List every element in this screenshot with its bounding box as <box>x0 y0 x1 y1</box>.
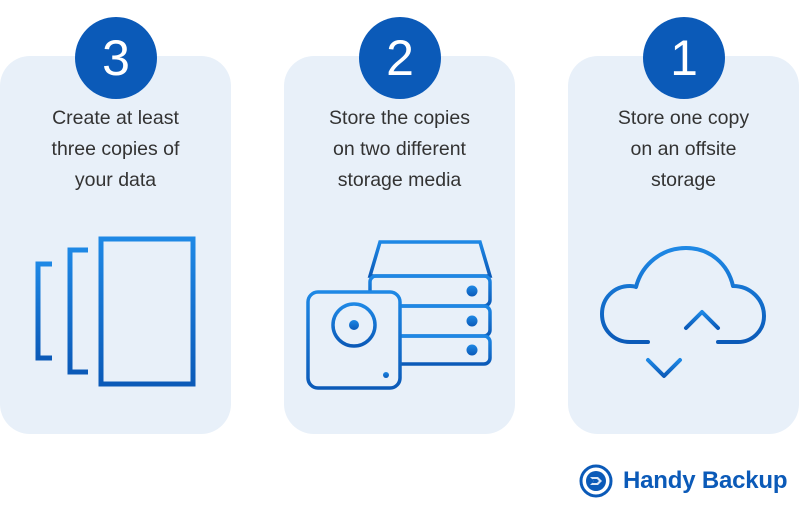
step-2-line-2: on two different <box>333 138 466 160</box>
brand: Handy Backup <box>579 464 788 498</box>
step-1-line-3: storage <box>650 169 717 191</box>
step-1-line-1: Store one copy <box>617 107 750 129</box>
step-3-line-1: Create at least <box>52 107 179 129</box>
step-2-line-1: Store the copies <box>329 107 470 129</box>
handy-backup-logo-icon <box>579 464 613 498</box>
step-badge-2: 2 <box>359 17 441 99</box>
step-caption-3: Create at least three copies of your dat… <box>0 103 231 196</box>
step-badge-3: 3 <box>75 17 157 99</box>
step-caption-2: Store the copies on two different storag… <box>284 103 515 196</box>
storage-drives-icon <box>306 240 493 390</box>
step-1-line-2: on an offsite <box>630 138 737 160</box>
step-3-line-3: your data <box>74 169 157 191</box>
step-2-line-3: storage media <box>337 169 462 191</box>
step-badge-1: 1 <box>643 17 725 99</box>
step-3-line-2: three copies of <box>51 138 180 160</box>
step-caption-1: Store one copy on an offsite storage <box>568 103 799 196</box>
cloud-sync-icon <box>600 246 766 378</box>
step-card-1 <box>568 56 799 434</box>
copies-icon <box>35 236 196 387</box>
brand-name: Handy Backup <box>623 467 788 494</box>
